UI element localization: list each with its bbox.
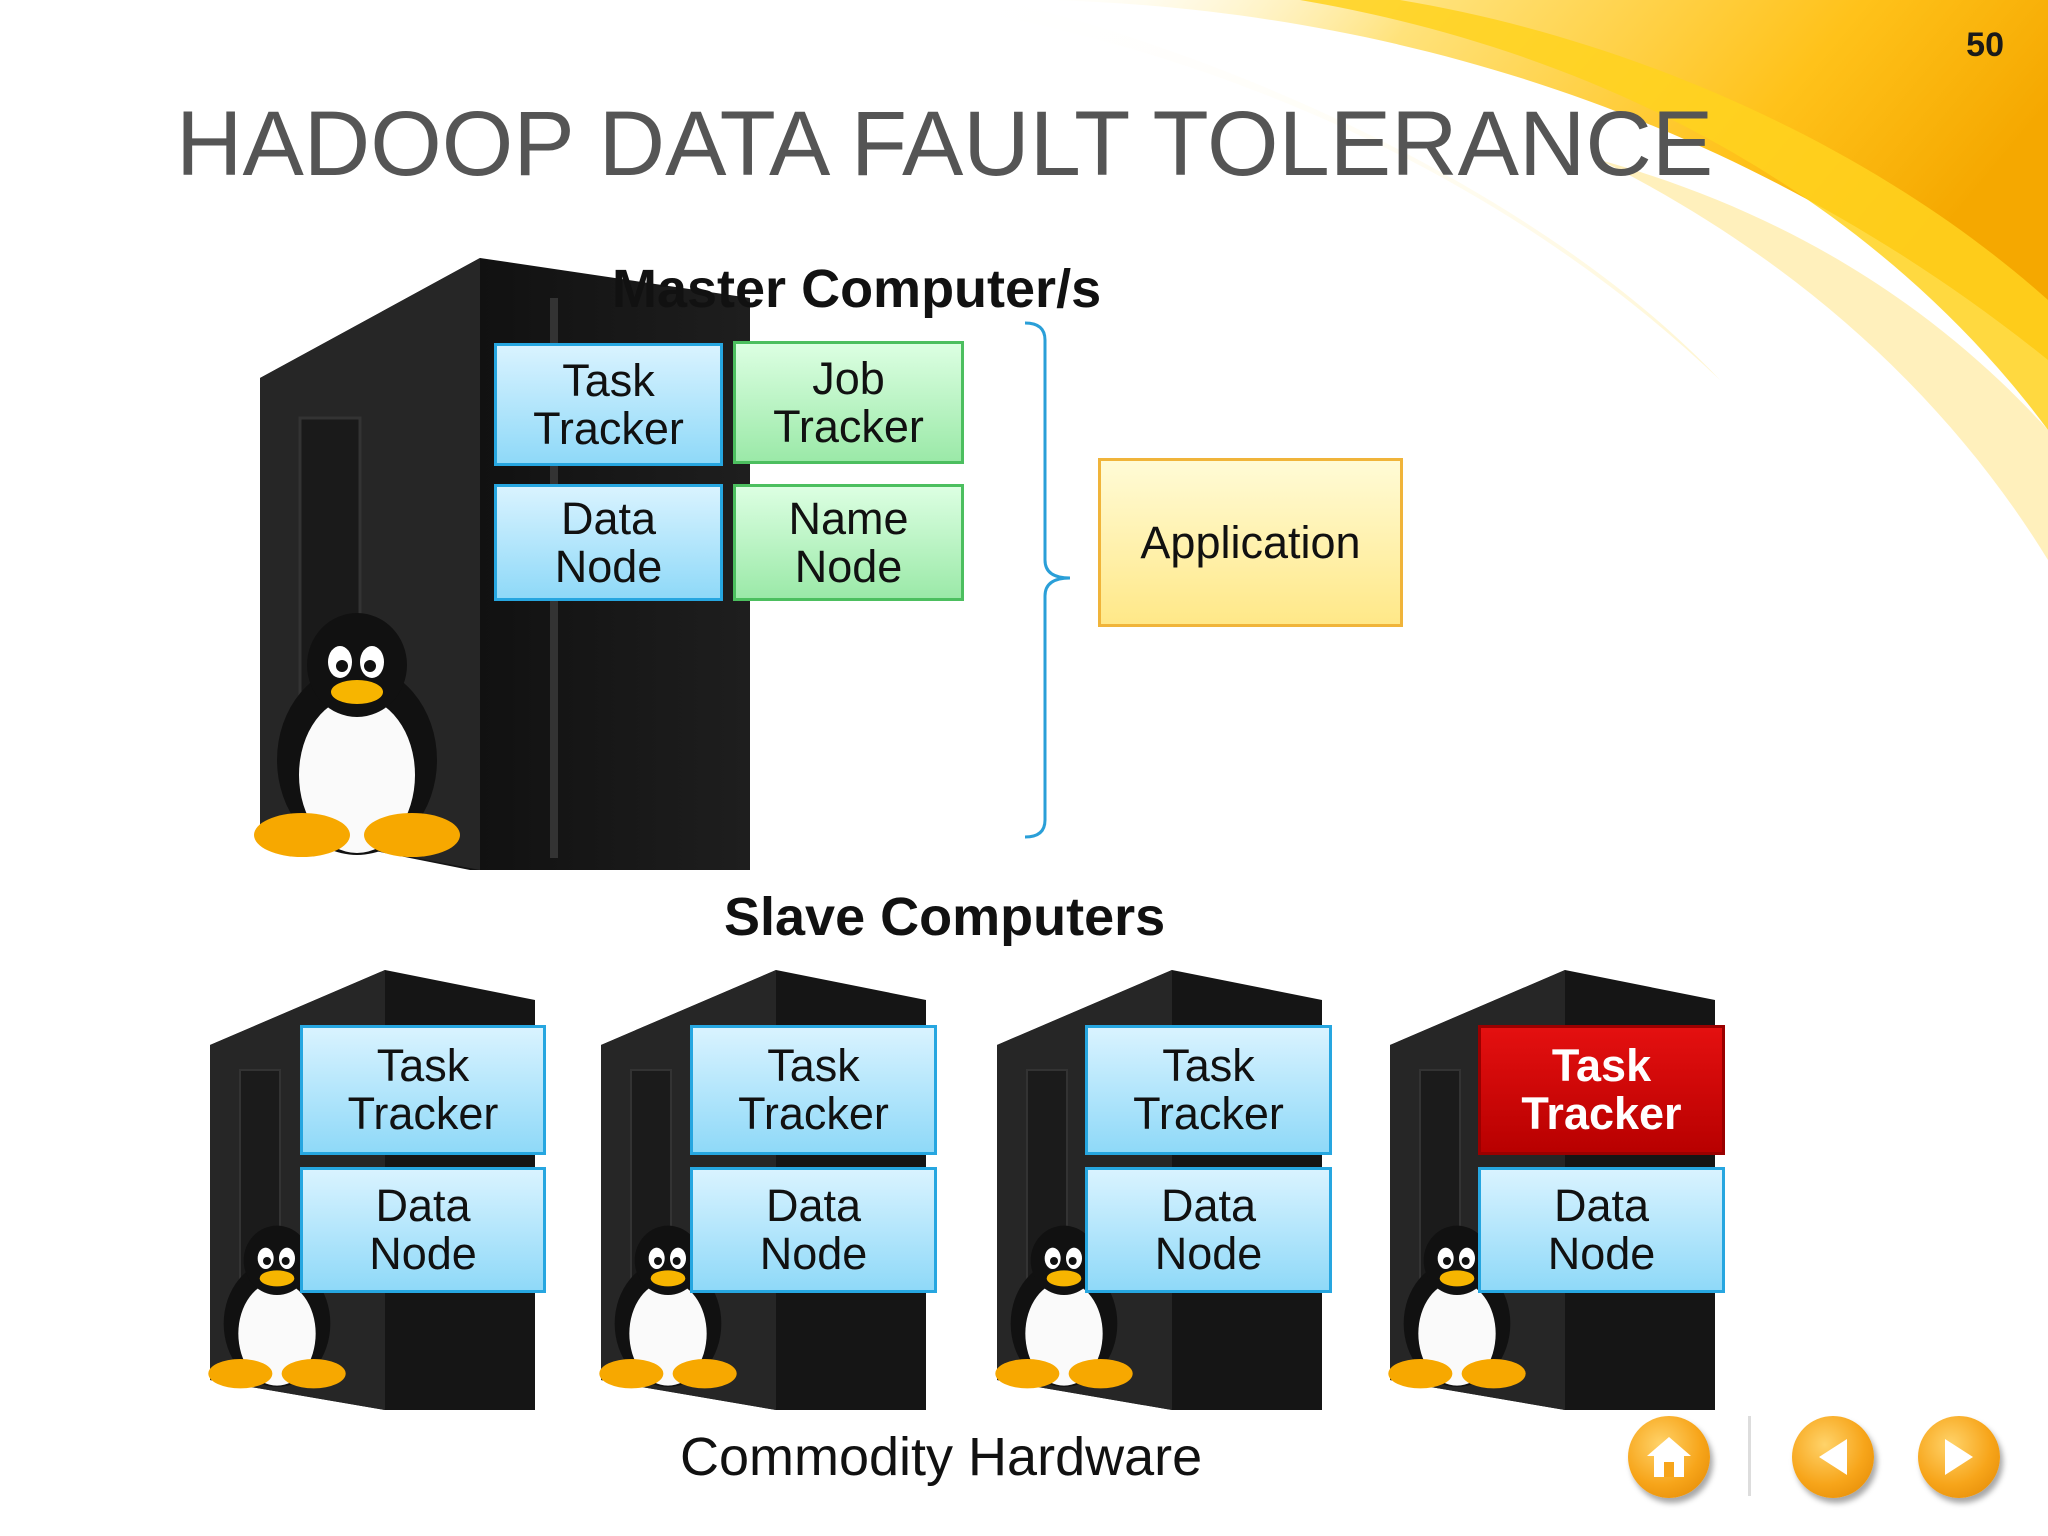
grouping-brace <box>1024 321 1071 839</box>
master-data-node-box: Data Node <box>494 484 723 601</box>
home-button[interactable] <box>1628 1416 1710 1498</box>
slave-task-tracker-box: Task Tracker <box>690 1025 937 1155</box>
slide-number: 50 <box>1966 26 2004 64</box>
previous-button[interactable] <box>1792 1416 1874 1498</box>
slave-heading: Slave Computers <box>724 887 1166 947</box>
arrow-right-icon <box>1945 1439 1973 1475</box>
slave-task-tracker-box: Task Tracker <box>300 1025 546 1155</box>
commodity-hardware-caption: Commodity Hardware <box>680 1427 1203 1487</box>
master-job-tracker-box: Job Tracker <box>733 341 964 464</box>
slave-data-node-box: Data Node <box>1085 1167 1332 1293</box>
master-penguin-icon <box>254 613 460 857</box>
slave-data-node-box: Data Node <box>300 1167 546 1293</box>
master-name-node-box: Name Node <box>733 484 964 601</box>
arrow-left-icon <box>1819 1439 1847 1475</box>
slide-title: HADOOP DATA FAULT TOLERANCE <box>176 93 1714 195</box>
failed-task-tracker-box: Task Tracker <box>1478 1025 1725 1155</box>
next-button[interactable] <box>1918 1416 2000 1498</box>
slave-data-node-box: Data Node <box>690 1167 937 1293</box>
home-icon <box>1647 1437 1691 1477</box>
master-task-tracker-box: Task Tracker <box>494 343 723 466</box>
slave-data-node-box: Data Node <box>1478 1167 1725 1293</box>
master-heading: Master Computer/s <box>612 259 1102 319</box>
nav-divider <box>1748 1416 1751 1496</box>
slave-task-tracker-box: Task Tracker <box>1085 1025 1332 1155</box>
application-box: Application <box>1098 458 1403 627</box>
